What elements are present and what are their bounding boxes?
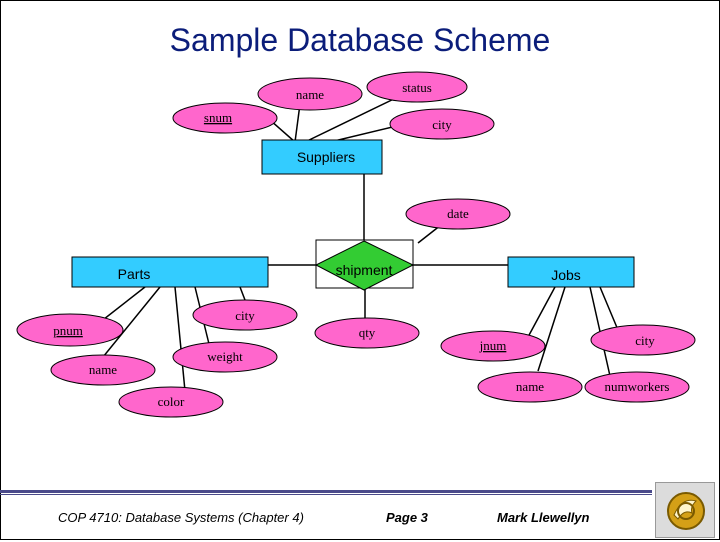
- entity-box-jobs: [507, 256, 635, 288]
- entity-box-parts: [71, 256, 269, 288]
- university-logo-icon: [655, 482, 715, 538]
- slide-title: Sample Database Scheme: [169, 22, 551, 58]
- slide-footer: COP 4710: Database Systems (Chapter 4) P…: [0, 490, 720, 540]
- entity-parts-label: Parts: [118, 266, 151, 282]
- attr-ellipse-supplier-status: [366, 71, 468, 103]
- attr-ellipse-job-numworkers: [584, 371, 690, 403]
- relationship-shipment-label: shipment: [336, 262, 393, 278]
- attr-ellipse-part-color: [118, 386, 224, 418]
- footer-author: Mark Llewellyn: [497, 510, 590, 525]
- attr-ellipse-part-name: [50, 354, 156, 386]
- attr-job-name: name: [516, 379, 544, 394]
- entity-suppliers-label: Suppliers: [297, 149, 355, 165]
- attr-ellipse-part-city: [192, 299, 298, 331]
- attr-part-pnum: pnum: [53, 323, 83, 338]
- footer-page: Page 3: [386, 510, 428, 525]
- attr-shipment-date: date: [447, 206, 469, 221]
- attribute-ellipses: [16, 71, 696, 418]
- attr-ellipse-supplier-snum: [172, 102, 278, 134]
- attr-part-city: city: [235, 308, 255, 323]
- attr-part-name: name: [89, 362, 117, 377]
- connector-lines: [89, 95, 619, 392]
- attr-job-jnum: jnum: [479, 338, 507, 353]
- footer-course: COP 4710: Database Systems (Chapter 4): [58, 510, 304, 525]
- attr-supplier-city: city: [432, 117, 452, 132]
- attr-supplier-snum: snum: [204, 110, 232, 125]
- attr-ellipse-job-jnum: [440, 330, 546, 362]
- relationship-diamond-shipment: [314, 240, 415, 291]
- pegasus-logo-icon: [667, 492, 705, 530]
- entity-jobs-label: Jobs: [551, 267, 581, 283]
- attr-ellipse-supplier-city: [389, 108, 495, 140]
- attr-part-color: color: [158, 394, 185, 409]
- attr-shipment-qty: qty: [359, 325, 376, 340]
- attr-ellipse-job-name: [477, 371, 583, 403]
- entity-box-suppliers: [261, 139, 383, 175]
- attr-part-weight: weight: [207, 349, 243, 364]
- attr-job-numworkers: numworkers: [605, 379, 670, 394]
- attr-ellipse-supplier-name: [257, 77, 363, 111]
- footer-divider-thin: [0, 494, 652, 495]
- attr-ellipse-shipment-qty: [314, 317, 420, 349]
- attr-supplier-status: status: [402, 80, 432, 95]
- attr-job-city: city: [635, 333, 655, 348]
- attr-ellipse-shipment-date: [405, 198, 511, 230]
- attr-ellipse-part-weight: [172, 341, 278, 373]
- attr-ellipse-job-city: [590, 324, 696, 356]
- attr-supplier-name: name: [296, 87, 324, 102]
- footer-divider: [0, 490, 652, 493]
- attr-ellipse-part-pnum: [16, 313, 124, 347]
